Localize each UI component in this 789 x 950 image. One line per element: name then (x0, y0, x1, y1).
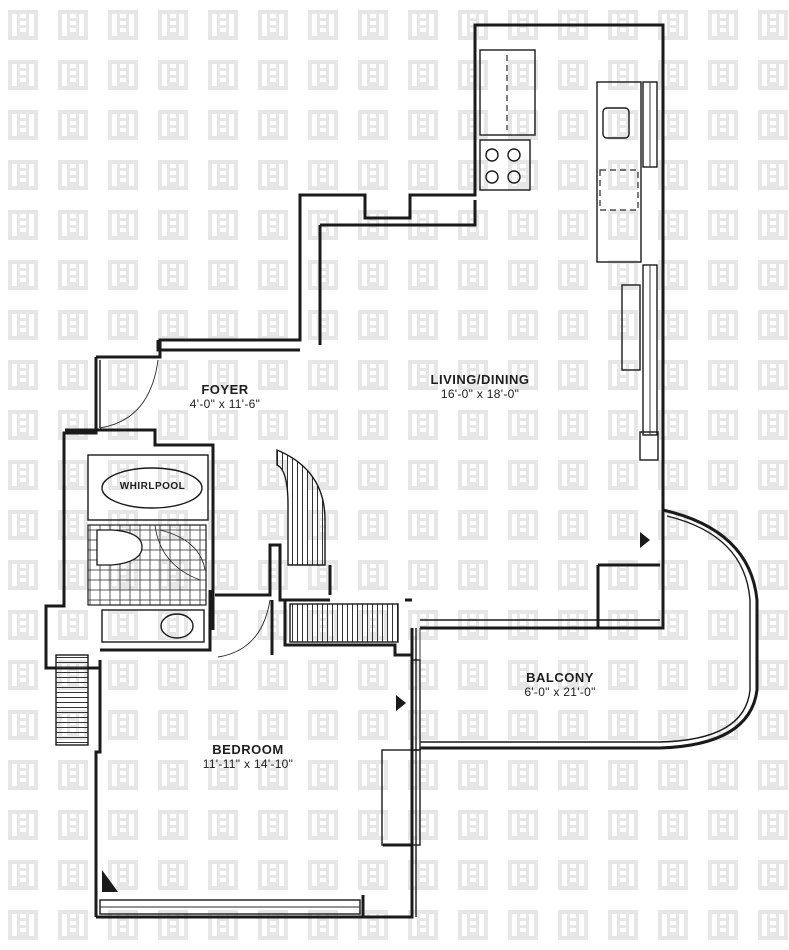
kitchen (479, 49, 659, 461)
foyer-closet (276, 448, 326, 566)
sliding-door-markers (102, 532, 650, 892)
corner-marker (102, 870, 118, 892)
kitchen-sink (602, 107, 630, 139)
kitchen-counter (596, 81, 642, 263)
tub-enclosure (87, 454, 209, 521)
whirlpool-label: WHIRLPOOL (119, 481, 186, 492)
bedroom-label: BEDROOM 11'-11" x 14'-10" (178, 742, 318, 771)
entry-door-swing (99, 359, 159, 429)
foyer-name: FOYER (201, 382, 249, 397)
dishwasher (599, 169, 639, 211)
foyer-dimensions: 4'-0" x 11'-6" (189, 397, 261, 411)
closets (55, 448, 413, 846)
wall-cabinet (621, 284, 641, 371)
refrigerator (479, 49, 536, 136)
bedroom-balcony-door-arrow (396, 695, 406, 711)
balcony-door-arrow (640, 532, 650, 548)
door-swings (99, 359, 271, 658)
bedroom-closet (289, 603, 399, 643)
balcony-label: BALCONY 6'-0" x 21'-0" (505, 670, 615, 699)
bedroom-name: BEDROOM (212, 742, 284, 757)
bedroom-wardrobe (55, 654, 89, 746)
whirlpool-tub (101, 467, 203, 509)
interior-walls (65, 200, 660, 917)
bath-sink (160, 613, 194, 639)
living-dining-label: LIVING/DINING 16'-0" x 18'-0" (395, 372, 565, 401)
foyer-label: FOYER 4'-0" x 11'-6" (180, 382, 270, 411)
living-dining-name: LIVING/DINING (430, 372, 530, 387)
bedroom-dimensions: 11'-11" x 14'-10" (202, 757, 294, 771)
balcony-dimensions: 6'-0" x 21'-0" (524, 685, 596, 699)
bathroom (87, 454, 209, 643)
windows (99, 81, 658, 915)
balcony-railing (419, 508, 759, 750)
balcony-name: BALCONY (526, 670, 594, 685)
cooktop (479, 139, 531, 191)
vanity (101, 609, 205, 643)
living-dining-dimensions: 16'-0" x 18'-0" (440, 387, 520, 401)
bedroom-door-swing (217, 599, 271, 658)
toilet (96, 529, 143, 566)
